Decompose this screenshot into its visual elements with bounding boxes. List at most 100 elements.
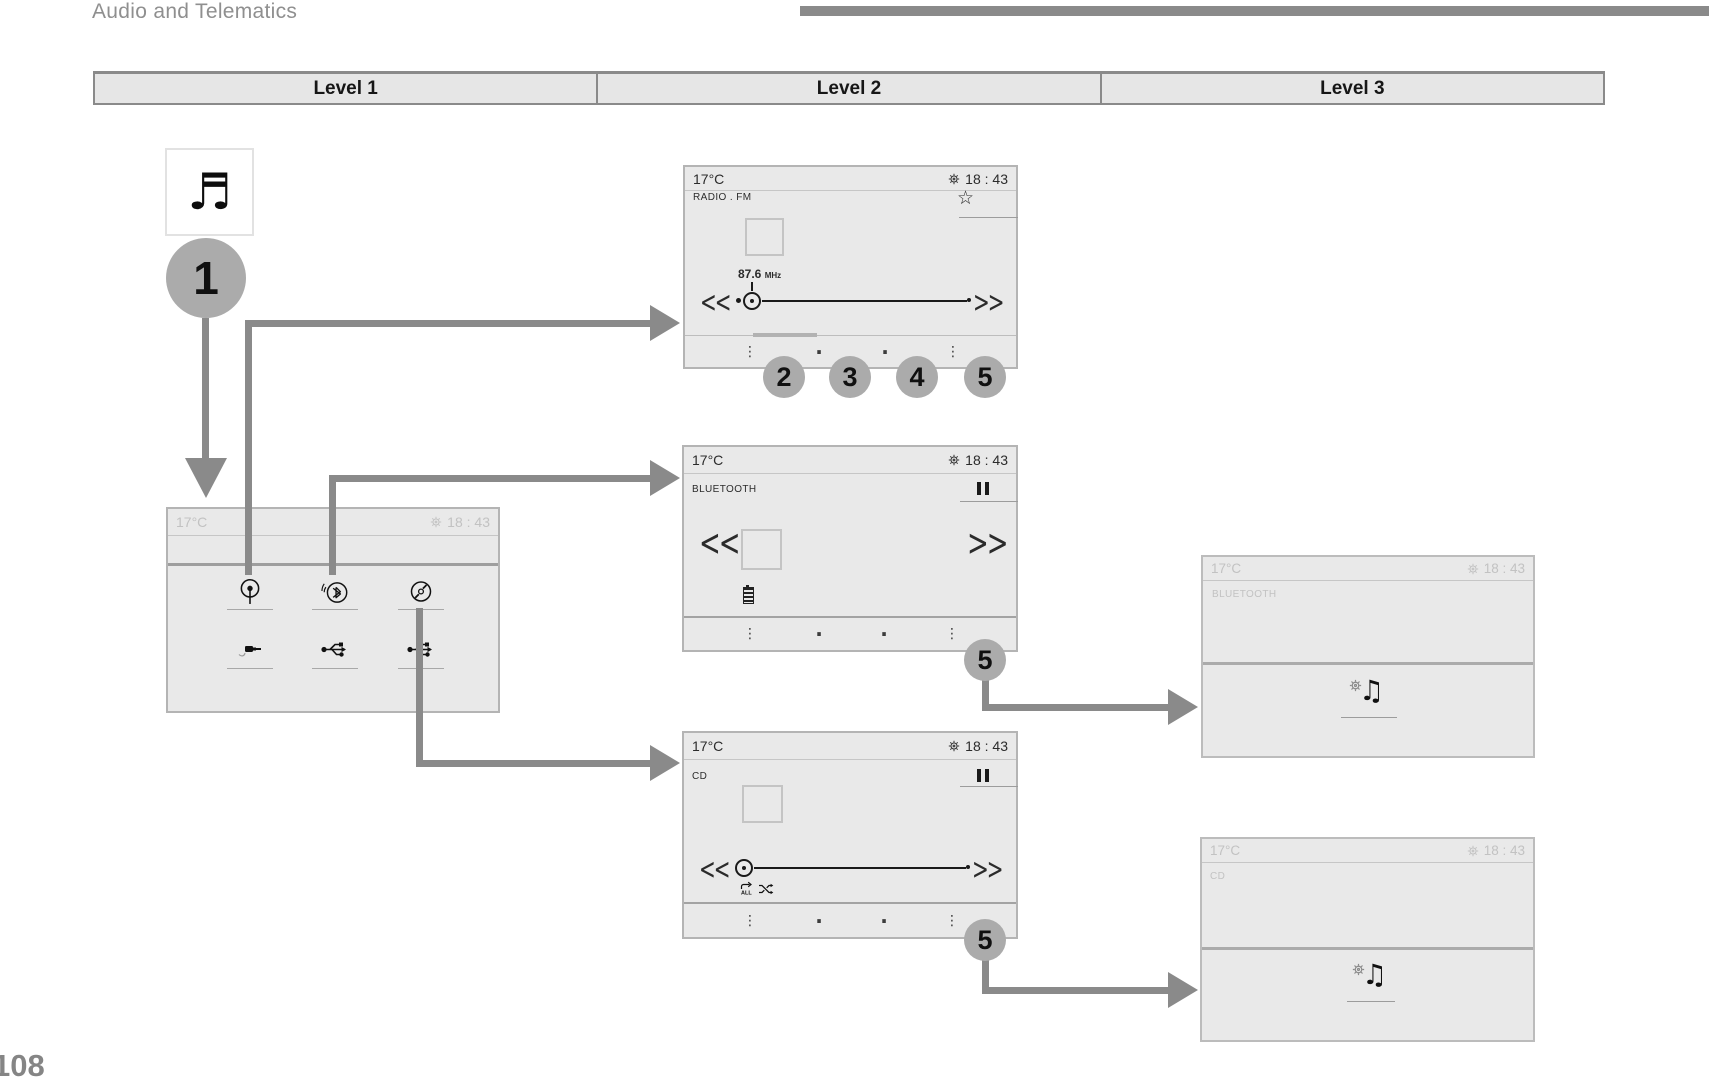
pause-underline (960, 786, 1018, 787)
callout-2: 2 (763, 356, 805, 398)
gear-icon (430, 516, 442, 528)
dock-dot-icon: · (815, 908, 823, 933)
arrowhead-to-radio-screen (650, 305, 680, 341)
music-note-icon: ♫ (1362, 958, 1388, 991)
connector-bluetooth-horizontal (329, 475, 650, 482)
connector-bt-settings-horizontal (982, 704, 1168, 711)
source-label: CD (692, 771, 708, 782)
arrowhead-to-cd-settings-screen (1168, 972, 1198, 1008)
level-2-header: Level 2 (596, 74, 1099, 103)
temperature-label: 17°C (1211, 561, 1242, 576)
previous-track-icon: << (699, 522, 741, 566)
album-art-placeholder (742, 785, 783, 823)
cd-audio-screen: 17°C 18 : 43 CD << >> ALL ⋮ · · ⋮ (682, 731, 1018, 939)
dock-dot-icon: · (881, 339, 889, 364)
temperature-label: 17°C (692, 738, 724, 754)
dock-dot-icon: · (880, 908, 888, 933)
connector-cd-settings-vertical (982, 956, 989, 994)
temperature-label: 17°C (693, 170, 725, 187)
source-label: BLUETOOTH (1212, 589, 1277, 600)
repeat-all-icon: ALL (740, 881, 752, 897)
media-menu-key-box: ♬ (165, 148, 254, 236)
callout-5-cd: 5 (964, 919, 1006, 961)
callout-4: 4 (896, 356, 938, 398)
dock-dot-icon: · (815, 622, 823, 646)
bluetooth-audio-screen: 17°C 18 : 43 BLUETOOTH << >> ⋮ · · ⋮ (682, 445, 1018, 652)
pause-icon (977, 769, 989, 782)
callout-3: 3 (829, 356, 871, 398)
section-divider (1202, 947, 1533, 950)
gear-icon (948, 740, 960, 752)
seek-down-icon: << (700, 284, 731, 320)
progress-cursor-icon (735, 859, 753, 877)
bluetooth-source-icon (321, 579, 350, 611)
gear-icon (1467, 845, 1478, 856)
gear-icon (1352, 963, 1365, 976)
settings-underline (1341, 717, 1397, 718)
arrowhead-to-bluetooth-screen (650, 460, 680, 496)
audio-settings-icon: ♫ (1349, 677, 1389, 713)
clock-label: 18 : 43 (1483, 843, 1525, 858)
radio-source-icon (238, 578, 263, 610)
status-bar: 17°C 18 : 43 (685, 167, 1016, 191)
music-notes-icon: ♬ (187, 163, 232, 221)
clock-label: 18 : 43 (965, 452, 1008, 468)
callout-5-bluetooth: 5 (964, 639, 1006, 681)
gear-icon (948, 454, 960, 466)
clock-label: 18 : 43 (965, 738, 1008, 754)
frequency-tick (751, 282, 753, 291)
source-label: RADIO . FM (693, 192, 752, 203)
bluetooth-settings-screen: 17°C 18 : 43 BLUETOOTH ♫ (1201, 555, 1535, 758)
page-title: Audio and Telematics (92, 0, 298, 23)
level-1-header: Level 1 (313, 77, 378, 99)
callout-1: 1 (166, 238, 246, 318)
source-label: CD (1210, 871, 1226, 882)
album-art-placeholder (741, 529, 782, 570)
dock-scroll-indicator (753, 333, 817, 337)
pause-underline (960, 501, 1018, 502)
arrowhead-to-bt-settings-screen (1168, 689, 1198, 725)
section-divider (1203, 662, 1533, 665)
tuner-end-dot (967, 298, 971, 302)
frequency-value: 87.6 (738, 267, 762, 281)
clock-label: 18 : 43 (1483, 561, 1525, 576)
more-options-icon: ⋮ (945, 626, 959, 642)
connector-radio-vertical (245, 320, 252, 575)
battery-icon (743, 585, 754, 604)
frequency-label: 87.6 MHz (738, 267, 781, 281)
radio-fm-screen: 17°C 18 : 43 RADIO . FM ☆ 87.6 MHz << >>… (683, 165, 1018, 369)
tuner-cursor-icon (743, 292, 761, 310)
frequency-unit: MHz (764, 271, 782, 280)
usb-underline (312, 668, 358, 669)
status-bar: 17°C 18 : 43 (1203, 557, 1533, 581)
clock-label: 18 : 43 (447, 514, 490, 530)
connector-radio-horizontal (245, 320, 650, 327)
previous-track-icon: << (699, 851, 730, 887)
cd-source-icon (408, 579, 434, 610)
music-note-icon: ♫ (1359, 674, 1385, 707)
connector-bt-settings-vertical (982, 676, 989, 711)
arrowhead-to-cd-screen (650, 745, 680, 781)
dock-dot-icon: · (880, 622, 888, 646)
star-underline (959, 217, 1018, 218)
gear-icon (948, 173, 960, 184)
status-bar: 17°C 18 : 43 (684, 447, 1016, 474)
next-track-icon: >> (967, 522, 1009, 566)
more-options-icon: ⋮ (743, 343, 757, 360)
preset-star-icon: ☆ (957, 187, 975, 209)
shuffle-icon (759, 883, 774, 895)
status-bar: 17°C 18 : 43 (684, 733, 1016, 760)
callout-5-radio: 5 (964, 356, 1006, 398)
connector-cd-vertical (416, 608, 423, 767)
aux-underline (227, 668, 273, 669)
temperature-label: 17°C (1210, 843, 1241, 858)
source-label: BLUETOOTH (692, 484, 757, 495)
aux-jack-source-icon (237, 640, 263, 665)
svg-text:ALL: ALL (741, 891, 752, 897)
gear-icon (1349, 679, 1362, 692)
temperature-label: 17°C (176, 514, 208, 530)
more-options-icon: ⋮ (945, 912, 959, 929)
pause-icon (977, 482, 989, 495)
tuner-start-dot (736, 298, 741, 303)
level-header-table: Level 1 Level 2 Level 3 (93, 71, 1605, 105)
